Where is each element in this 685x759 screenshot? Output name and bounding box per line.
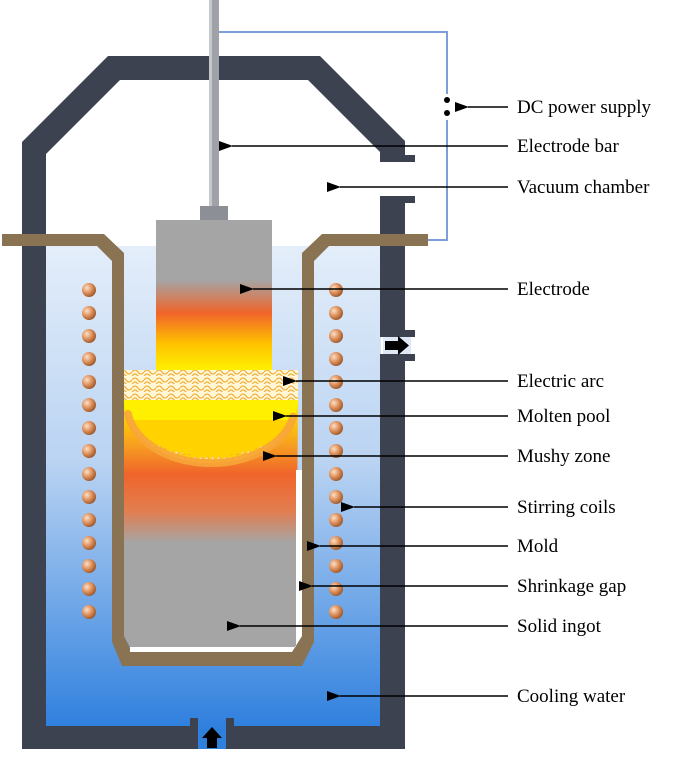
label-electrode-bar: Electrode bar xyxy=(517,136,619,157)
label-mold: Mold xyxy=(517,536,559,557)
electrode xyxy=(156,220,272,370)
electric-arc xyxy=(124,370,298,400)
label-dc-power-supply: DC power supply xyxy=(517,97,652,118)
label-solid-ingot: Solid ingot xyxy=(517,616,602,637)
label-molten-pool: Molten pool xyxy=(517,406,610,427)
mushy-zone xyxy=(126,412,296,463)
label-electrode: Electrode xyxy=(517,279,590,300)
label-vacuum-chamber: Vacuum chamber xyxy=(517,177,650,198)
stirring-coils xyxy=(82,283,343,619)
labels: DC power supply Electrode bar Vacuum cha… xyxy=(517,97,652,707)
water-inlet-arrow-icon xyxy=(198,726,226,749)
electrode-bar xyxy=(209,0,219,206)
label-electric-arc: Electric arc xyxy=(517,371,604,392)
stirring-coil-right-column xyxy=(329,283,343,619)
dc-power-supply-terminals xyxy=(438,94,456,120)
electrode-connector xyxy=(200,206,228,220)
label-mushy-zone: Mushy zone xyxy=(517,446,610,467)
label-shrinkage-gap: Shrinkage gap xyxy=(517,576,626,597)
water-outlet-arrow-icon xyxy=(383,336,411,355)
vacuum-chamber-wall xyxy=(22,56,415,749)
stirring-coil-left-column xyxy=(82,283,96,619)
dc-power-wire xyxy=(216,31,448,241)
molten-pool xyxy=(124,400,298,463)
solid-ingot xyxy=(124,400,298,647)
label-stirring-coils: Stirring coils xyxy=(517,497,616,518)
leader-arrows xyxy=(219,102,508,701)
label-cooling-water: Cooling water xyxy=(517,686,626,707)
